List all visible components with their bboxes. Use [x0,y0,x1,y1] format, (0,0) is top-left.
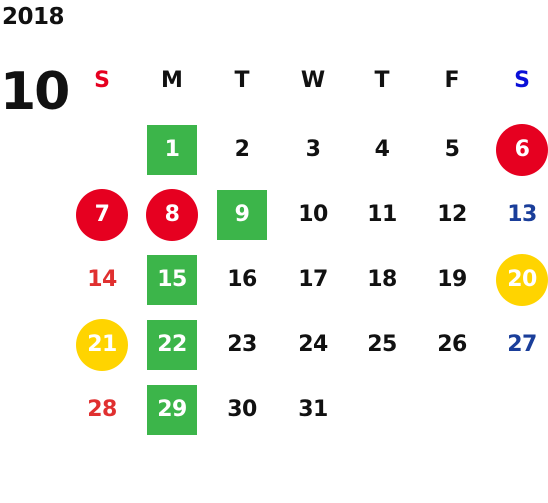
day-cell: 7 [67,189,137,241]
day-number: 8 [164,202,180,227]
green-square-marker [147,125,197,175]
day-cell: 25 [347,320,417,370]
day-cell: 29 [137,385,207,435]
day-cell: 4 [347,125,417,175]
day-cell: 6 [487,124,548,176]
day-number: 28 [87,397,117,422]
green-square-marker [147,320,197,370]
day-cell: 5 [417,125,487,175]
day-cell: 28 [67,385,137,435]
day-number: 27 [507,332,537,357]
day-cell: 18 [347,255,417,305]
day-cell: 19 [417,255,487,305]
day-number: 25 [367,332,397,357]
day-cell: 3 [278,125,348,175]
weekday-header: M [161,68,183,93]
day-number: 7 [94,202,110,227]
day-cell: 1 [137,125,207,175]
day-number: 6 [514,137,530,162]
day-cell: 2 [207,125,277,175]
day-number: 20 [507,267,537,292]
day-cell: 24 [278,320,348,370]
day-cell: 16 [207,255,277,305]
yellow-circle-marker [496,254,548,306]
day-cell: 9 [207,190,277,240]
day-cell: 26 [417,320,487,370]
green-square-marker [147,255,197,305]
day-cell: 12 [417,190,487,240]
day-number: 1 [164,137,180,162]
month-label: 10 [0,62,70,122]
day-number: 12 [437,202,467,227]
weekday-header: S [514,68,530,93]
day-cell: 15 [137,255,207,305]
day-number: 23 [227,332,257,357]
day-cell: 11 [347,190,417,240]
weekday-header: T [234,68,250,93]
weekday-header: W [300,68,326,93]
red-circle-marker [76,189,128,241]
day-number: 14 [87,267,117,292]
green-square-marker [217,190,267,240]
day-cell: 30 [207,385,277,435]
day-cell: 31 [278,385,348,435]
day-number: 19 [437,267,467,292]
day-number: 30 [227,397,257,422]
day-number: 22 [157,332,187,357]
day-cell: 8 [137,189,207,241]
year-label: 2018 [2,4,65,30]
day-number: 18 [367,267,397,292]
day-number: 17 [298,267,328,292]
day-cell: 17 [278,255,348,305]
red-circle-marker [496,124,548,176]
day-number: 11 [367,202,397,227]
day-cell: 22 [137,320,207,370]
day-cell: 10 [278,190,348,240]
day-cell: 14 [67,255,137,305]
day-number: 24 [298,332,328,357]
day-number: 5 [444,137,460,162]
day-number: 10 [298,202,328,227]
weekday-header: F [444,68,460,93]
day-number: 2 [234,137,250,162]
day-number: 3 [305,137,321,162]
day-number: 4 [374,137,390,162]
day-cell: 13 [487,190,548,240]
day-number: 16 [227,267,257,292]
weekday-header: S [94,68,110,93]
green-square-marker [147,385,197,435]
day-number: 15 [157,267,187,292]
day-number: 29 [157,397,187,422]
day-cell: 21 [67,319,137,371]
weekday-header: T [374,68,390,93]
day-cell: 23 [207,320,277,370]
day-number: 31 [298,397,328,422]
day-number: 13 [507,202,537,227]
day-number: 21 [87,332,117,357]
day-cell: 27 [487,320,548,370]
yellow-circle-marker [76,319,128,371]
day-number: 26 [437,332,467,357]
day-cell: 20 [487,254,548,306]
day-number: 9 [234,202,250,227]
red-circle-marker [146,189,198,241]
